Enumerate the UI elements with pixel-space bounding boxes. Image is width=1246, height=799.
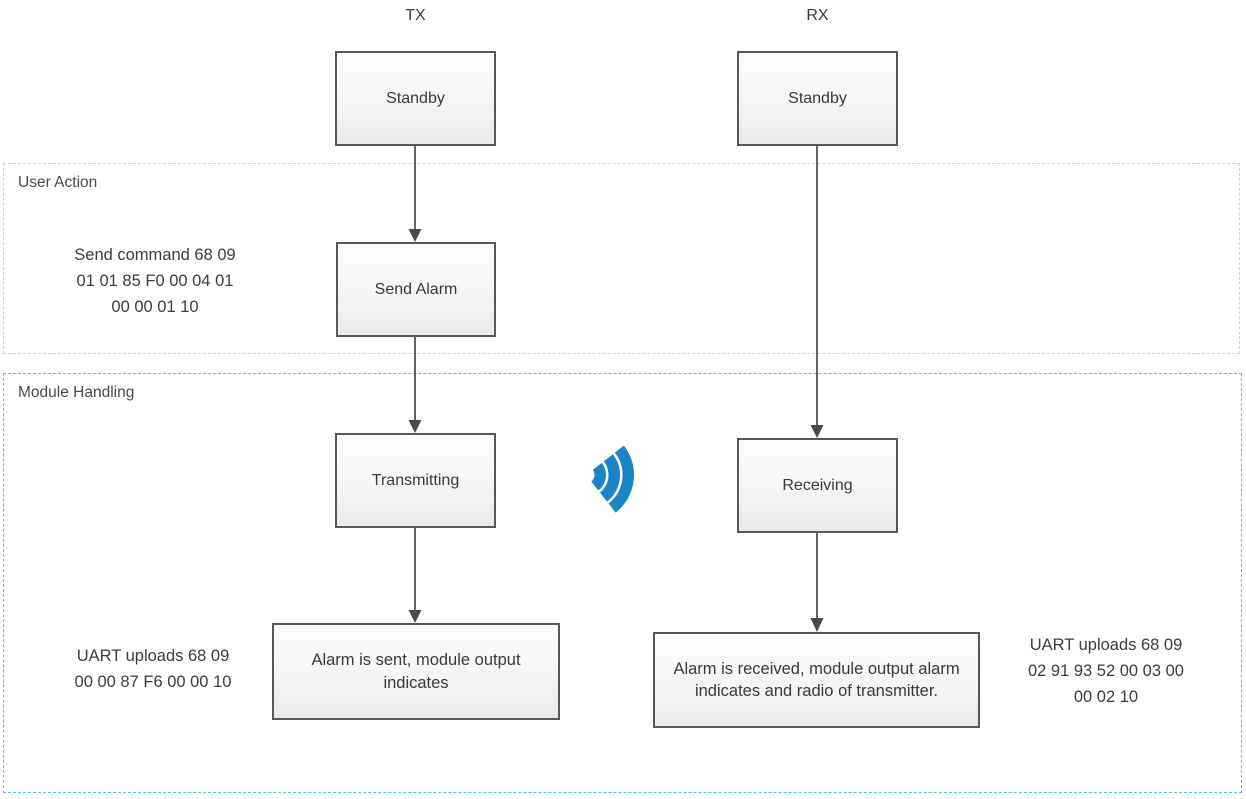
flowbox-alarm-received: Alarm is received, module output alarm i…	[653, 632, 980, 728]
module-handling-region: Module Handling	[3, 373, 1242, 793]
flowbox-transmitting: Transmitting	[335, 433, 496, 528]
uart-tx-annotation: UART uploads 68 09 00 00 87 F6 00 00 10	[38, 643, 268, 695]
annotation-line: UART uploads 68 09	[1029, 636, 1183, 654]
annotation-line: 00 00 01 10	[111, 298, 199, 316]
annotation-line: 00 00 87 F6 00 00 10	[74, 673, 232, 691]
flowbox-alarm-sent: Alarm is sent, module output indicates	[272, 623, 560, 720]
flowbox-tx-standby: Standby	[335, 51, 496, 146]
annotation-line: 02 91 93 52 00 03 00	[1028, 662, 1184, 680]
tx-column-label: TX	[405, 7, 426, 24]
flowbox-receiving: Receiving	[737, 438, 898, 533]
send-command-annotation: Send command 68 09 01 01 85 F0 00 04 01 …	[38, 242, 272, 320]
user-action-region-label: User Action	[18, 174, 98, 191]
user-action-region: User Action	[3, 163, 1240, 354]
annotation-line: UART uploads 68 09	[76, 647, 230, 665]
flowbox-rx-standby: Standby	[737, 51, 898, 146]
radio-signal-icon	[590, 445, 634, 513]
flowbox-send-alarm: Send Alarm	[336, 242, 496, 337]
rx-column-label: RX	[806, 7, 829, 24]
annotation-line: 01 01 85 F0 00 04 01	[76, 272, 234, 290]
module-handling-region-label: Module Handling	[18, 384, 135, 401]
annotation-line: 00 02 10	[1073, 688, 1139, 706]
uart-rx-annotation: UART uploads 68 09 02 91 93 52 00 03 00 …	[995, 632, 1217, 710]
annotation-line: Send command 68 09	[74, 246, 236, 264]
